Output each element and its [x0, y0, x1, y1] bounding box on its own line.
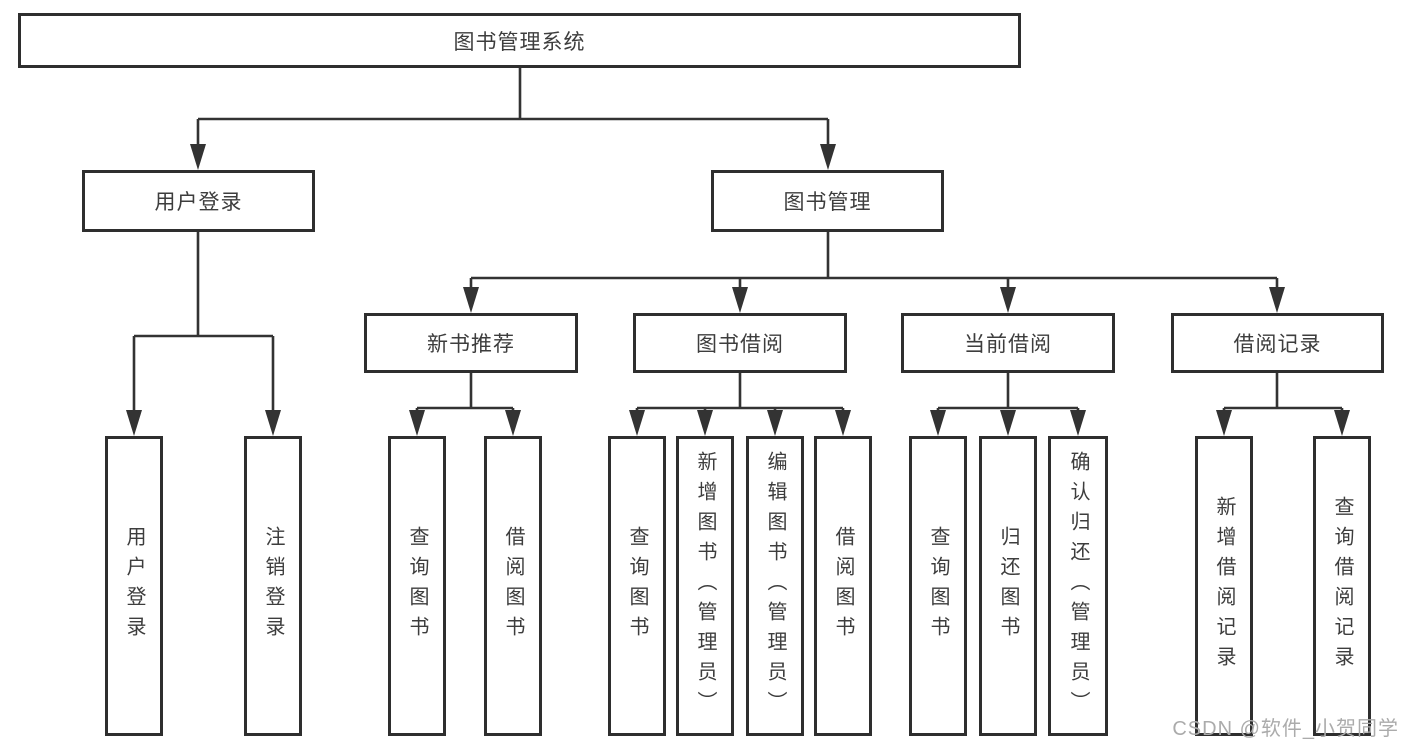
- leaf-add-book-admin: 新增图书（管理员）: [676, 436, 734, 736]
- connector-user-login-split: [132, 232, 275, 414]
- node-label: 新书推荐: [427, 333, 515, 356]
- node-label: 图书借阅: [696, 333, 784, 356]
- arrowhead: [1216, 410, 1232, 436]
- connector-book-borrow-split: [635, 373, 845, 416]
- connector-borrow-records-split: [1222, 373, 1344, 416]
- arrowhead: [820, 144, 836, 170]
- leaf-label: 新增图书（管理员）: [694, 451, 716, 721]
- arrowhead: [767, 410, 783, 436]
- connector-new-book-split: [415, 373, 515, 416]
- leaf-label: 查询图书: [406, 526, 428, 646]
- leaf-logout-login: 注销登录: [244, 436, 302, 736]
- leaf-borrow-books: 借阅图书: [814, 436, 872, 736]
- arrowhead: [409, 410, 425, 436]
- leaf-confirm-return-admin: 确认归还（管理员）: [1048, 436, 1108, 736]
- node-label: 图书管理: [783, 191, 872, 214]
- leaf-label: 查询图书: [626, 526, 648, 646]
- arrowhead: [1070, 410, 1086, 436]
- leaf-label: 注销登录: [262, 526, 284, 646]
- arrowhead: [265, 410, 281, 436]
- node-label: 用户登录: [154, 191, 243, 214]
- leaf-query-borrow-record: 查询借阅记录: [1313, 436, 1371, 736]
- csdn-watermark: CSDN @软件_小贺同学: [1172, 718, 1399, 740]
- leaf-borrow-books-recommend: 借阅图书: [484, 436, 542, 736]
- leaf-query-books-recommend: 查询图书: [388, 436, 446, 736]
- leaf-label: 编辑图书（管理员）: [764, 451, 786, 721]
- connector-current-borrow-split: [936, 373, 1080, 416]
- leaf-query-books-borrow: 查询图书: [608, 436, 666, 736]
- arrowhead: [463, 287, 479, 313]
- leaf-label: 查询借阅记录: [1331, 496, 1353, 676]
- node-book-management: 图书管理: [711, 170, 944, 232]
- arrowhead: [1334, 410, 1350, 436]
- leaf-label: 借阅图书: [502, 526, 524, 646]
- arrowhead: [126, 410, 142, 436]
- node-label: 借阅记录: [1233, 333, 1322, 356]
- leaf-edit-book-admin: 编辑图书（管理员）: [746, 436, 804, 736]
- arrowhead: [190, 144, 206, 170]
- node-new-book-recommend: 新书推荐: [364, 313, 578, 373]
- arrowhead: [732, 287, 748, 313]
- arrowhead: [629, 410, 645, 436]
- leaf-add-borrow-record: 新增借阅记录: [1195, 436, 1253, 736]
- connector-book-management-split: [469, 232, 1279, 292]
- leaf-label: 确认归还（管理员）: [1067, 451, 1089, 721]
- node-user-login: 用户登录: [82, 170, 315, 232]
- leaf-return-books: 归还图书: [979, 436, 1037, 736]
- arrowhead: [1000, 410, 1016, 436]
- node-current-borrow: 当前借阅: [901, 313, 1115, 373]
- leaf-label: 归还图书: [997, 526, 1019, 646]
- node-label: 图书管理系统: [453, 30, 586, 54]
- arrowhead: [930, 410, 946, 436]
- node-library-management-system: 图书管理系统: [18, 13, 1021, 68]
- arrowhead: [835, 410, 851, 436]
- connector-root-split: [196, 68, 830, 152]
- leaf-query-books-current: 查询图书: [909, 436, 967, 736]
- leaf-user-login: 用户登录: [105, 436, 163, 736]
- leaf-label: 新增借阅记录: [1213, 496, 1235, 676]
- arrowhead: [1000, 287, 1016, 313]
- leaf-label: 用户登录: [123, 526, 145, 646]
- leaf-label: 查询图书: [927, 526, 949, 646]
- node-label: 当前借阅: [964, 333, 1052, 356]
- arrowhead: [697, 410, 713, 436]
- node-borrow-records: 借阅记录: [1171, 313, 1384, 373]
- leaf-label: 借阅图书: [832, 526, 854, 646]
- node-book-borrow: 图书借阅: [633, 313, 847, 373]
- arrowhead: [1269, 287, 1285, 313]
- arrowhead: [505, 410, 521, 436]
